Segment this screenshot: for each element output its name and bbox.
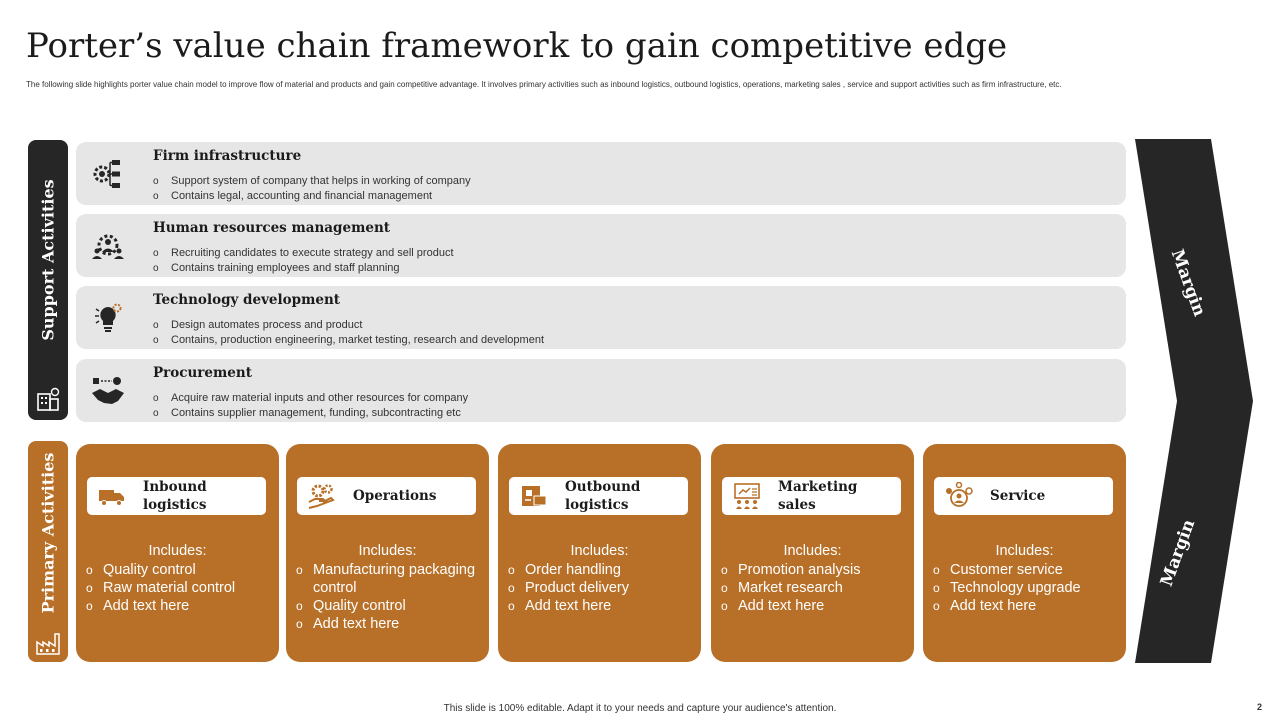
support-row-bullets: Acquire raw material inputs and other re… bbox=[153, 391, 468, 421]
bullet-item: Contains supplier management, funding, s… bbox=[153, 406, 468, 421]
lightbulb-gear-icon bbox=[95, 303, 122, 332]
card-title: Outbound logistics bbox=[565, 479, 641, 513]
support-row-procurement: Procurement Acquire raw material inputs … bbox=[76, 359, 1126, 422]
card-includes-label: Includes: bbox=[358, 543, 417, 559]
card-header: Marketing sales bbox=[722, 477, 901, 515]
hierarchy-gear-icon bbox=[93, 160, 120, 188]
card-header: Operations bbox=[297, 477, 476, 515]
support-row-bullets: Recruiting candidates to execute strateg… bbox=[153, 246, 454, 276]
card-includes-label: Includes: bbox=[783, 543, 842, 559]
card-includes-label: Includes: bbox=[148, 543, 207, 559]
card-includes-label: Includes: bbox=[995, 543, 1054, 559]
bullet-item: Contains training employees and staff pl… bbox=[153, 261, 454, 276]
support-activities-bar: Support Activities bbox=[28, 140, 68, 420]
gear-hand-icon bbox=[308, 484, 335, 509]
card-title: Service bbox=[990, 488, 1046, 504]
support-row-human-resources: Human resources management Recruiting ca… bbox=[76, 214, 1126, 277]
factory-icon bbox=[36, 633, 60, 655]
customer-service-icon bbox=[946, 482, 973, 507]
handshake-icon bbox=[92, 377, 124, 404]
truck-icon bbox=[99, 490, 124, 506]
card-includes-label: Includes: bbox=[570, 543, 629, 559]
page-subtitle: The following slide highlights porter va… bbox=[26, 80, 1062, 89]
building-icon bbox=[37, 387, 60, 411]
card-title: Inbound logistics bbox=[143, 479, 207, 513]
bullet-item: Design automates process and product bbox=[153, 318, 544, 333]
card-header: Outbound logistics bbox=[509, 477, 688, 515]
presentation-icon bbox=[734, 483, 760, 509]
primary-activities-bar: Primary Activities bbox=[28, 441, 68, 662]
primary-activities-label: Primary Activities bbox=[38, 452, 58, 614]
bullet-item: Recruiting candidates to execute strateg… bbox=[153, 246, 454, 261]
card-header: Inbound logistics bbox=[87, 477, 266, 515]
delivery-box-icon bbox=[522, 486, 547, 506]
support-row-technology-development: Technology development Design automates … bbox=[76, 286, 1126, 349]
bullet-item: Acquire raw material inputs and other re… bbox=[153, 391, 468, 406]
people-gear-icon bbox=[92, 234, 124, 259]
support-row-bullets: Support system of company that helps in … bbox=[153, 174, 471, 204]
bullet-item: Contains legal, accounting and financial… bbox=[153, 189, 471, 204]
bullet-item: Support system of company that helps in … bbox=[153, 174, 471, 189]
card-title: Marketing sales bbox=[778, 479, 858, 513]
bullet-item: Contains, production engineering, market… bbox=[153, 333, 544, 348]
support-row-title: Procurement bbox=[153, 365, 252, 381]
support-row-bullets: Design automates process and product Con… bbox=[153, 318, 544, 348]
support-row-firm-infrastructure: Firm infrastructure Support system of co… bbox=[76, 142, 1126, 205]
support-row-title: Human resources management bbox=[153, 220, 391, 236]
support-row-title: Firm infrastructure bbox=[153, 148, 302, 164]
support-row-title: Technology development bbox=[153, 292, 341, 308]
margin-chevron bbox=[1135, 139, 1253, 663]
support-activities-label: Support Activities bbox=[38, 179, 58, 341]
card-header: Service bbox=[934, 477, 1113, 515]
card-title: Operations bbox=[353, 488, 437, 504]
footer-note: This slide is 100% editable. Adapt it to… bbox=[443, 703, 837, 714]
page-number: 2 bbox=[1256, 702, 1262, 712]
page-title: Porter’s value chain framework to gain c… bbox=[26, 26, 1008, 66]
